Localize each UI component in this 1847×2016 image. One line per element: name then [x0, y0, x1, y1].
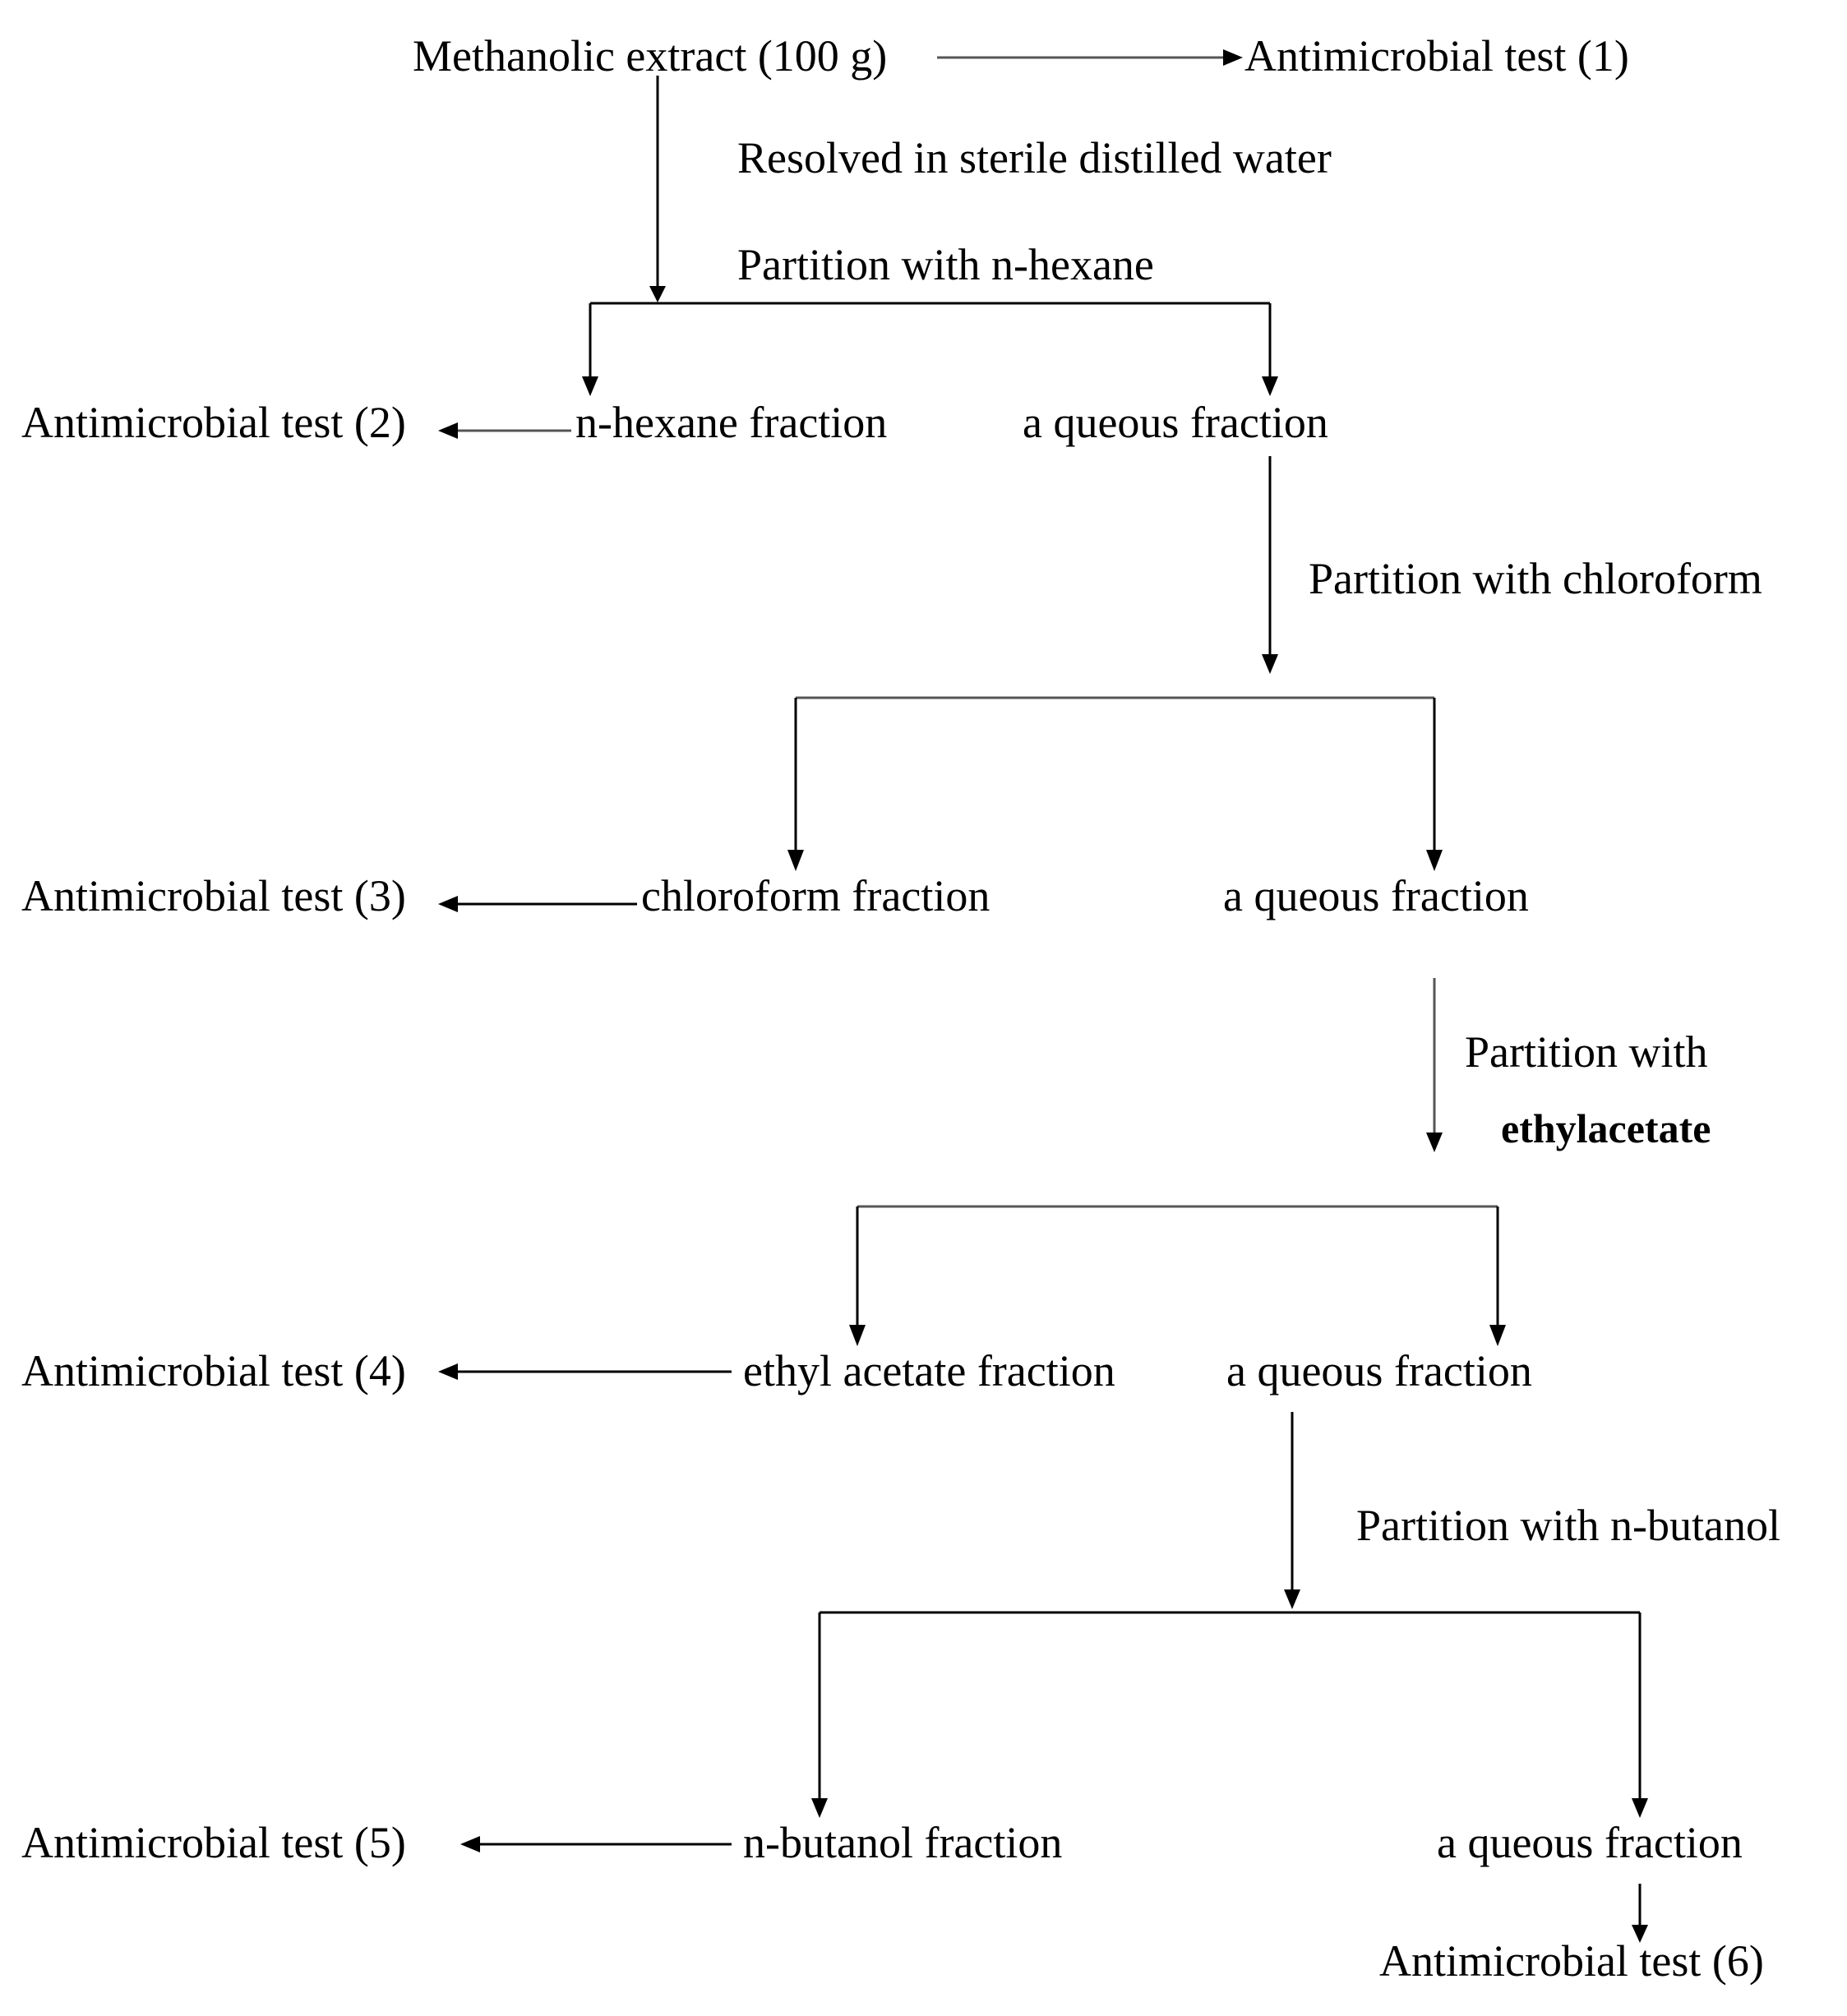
hexane-fraction-label: n-hexane fraction [575, 398, 887, 447]
arrowhead-butanol-fraction [811, 1798, 828, 1818]
arrowhead-test6 [1632, 1925, 1648, 1943]
test4-label: Antimicrobial test (4) [21, 1346, 406, 1396]
test1-label: Antimicrobial test (1) [1244, 31, 1629, 81]
labels: Methanolic extract (100 g) Antimicrobial… [21, 31, 1780, 1986]
arrowheads [438, 49, 1648, 1943]
arrowhead-test1 [1223, 49, 1243, 66]
partition-butanol-label: Partition with n-butanol [1356, 1501, 1780, 1550]
arrowhead-hexane-fraction [582, 376, 598, 396]
test3-label: Antimicrobial test (3) [21, 871, 406, 920]
arrowhead-aqueous1-down [1262, 654, 1278, 674]
butanol-fraction-label: n-butanol fraction [743, 1818, 1062, 1867]
test6-label: Antimicrobial test (6) [1379, 1936, 1764, 1986]
ethylacetate-label: ethylacetate [1501, 1105, 1711, 1151]
arrowhead-extract-down [649, 286, 666, 302]
arrowhead-aqueous2 [1426, 850, 1443, 871]
test2-label: Antimicrobial test (2) [21, 398, 406, 447]
arrowhead-ethylacetate-fraction [849, 1325, 866, 1346]
arrowhead-test4 [438, 1363, 458, 1380]
arrowhead-test2 [438, 422, 458, 439]
aqueous1-label: a queous fraction [1023, 398, 1328, 447]
partition-hexane-label: Partition with n-hexane [737, 240, 1154, 289]
arrowhead-aqueous4 [1632, 1798, 1648, 1818]
aqueous4-label: a queous fraction [1437, 1818, 1743, 1867]
chloroform-fraction-label: chloroform fraction [641, 871, 990, 920]
arrowhead-chloroform-fraction [787, 850, 804, 871]
methanolic-extract-label: Methanolic extract (100 g) [413, 31, 887, 81]
arrowhead-aqueous3-down [1284, 1589, 1300, 1609]
aqueous2-label: a queous fraction [1223, 871, 1529, 920]
arrowhead-aqueous1 [1262, 376, 1278, 396]
test5-label: Antimicrobial test (5) [21, 1818, 406, 1867]
arrowhead-test3 [438, 896, 458, 912]
arrowhead-test5 [460, 1836, 480, 1852]
arrowhead-aqueous3 [1489, 1325, 1506, 1346]
ethylacetate-fraction-label: ethyl acetate fraction [743, 1346, 1115, 1396]
aqueous3-label: a queous fraction [1226, 1346, 1532, 1396]
partition-with-label: Partition with [1465, 1027, 1708, 1077]
resolved-label: Resolved in sterile distilled water [737, 133, 1332, 182]
arrowhead-aqueous2-down [1426, 1133, 1443, 1152]
partition-chloroform-label: Partition with chloroform [1309, 554, 1762, 603]
connectors [456, 56, 1642, 1927]
